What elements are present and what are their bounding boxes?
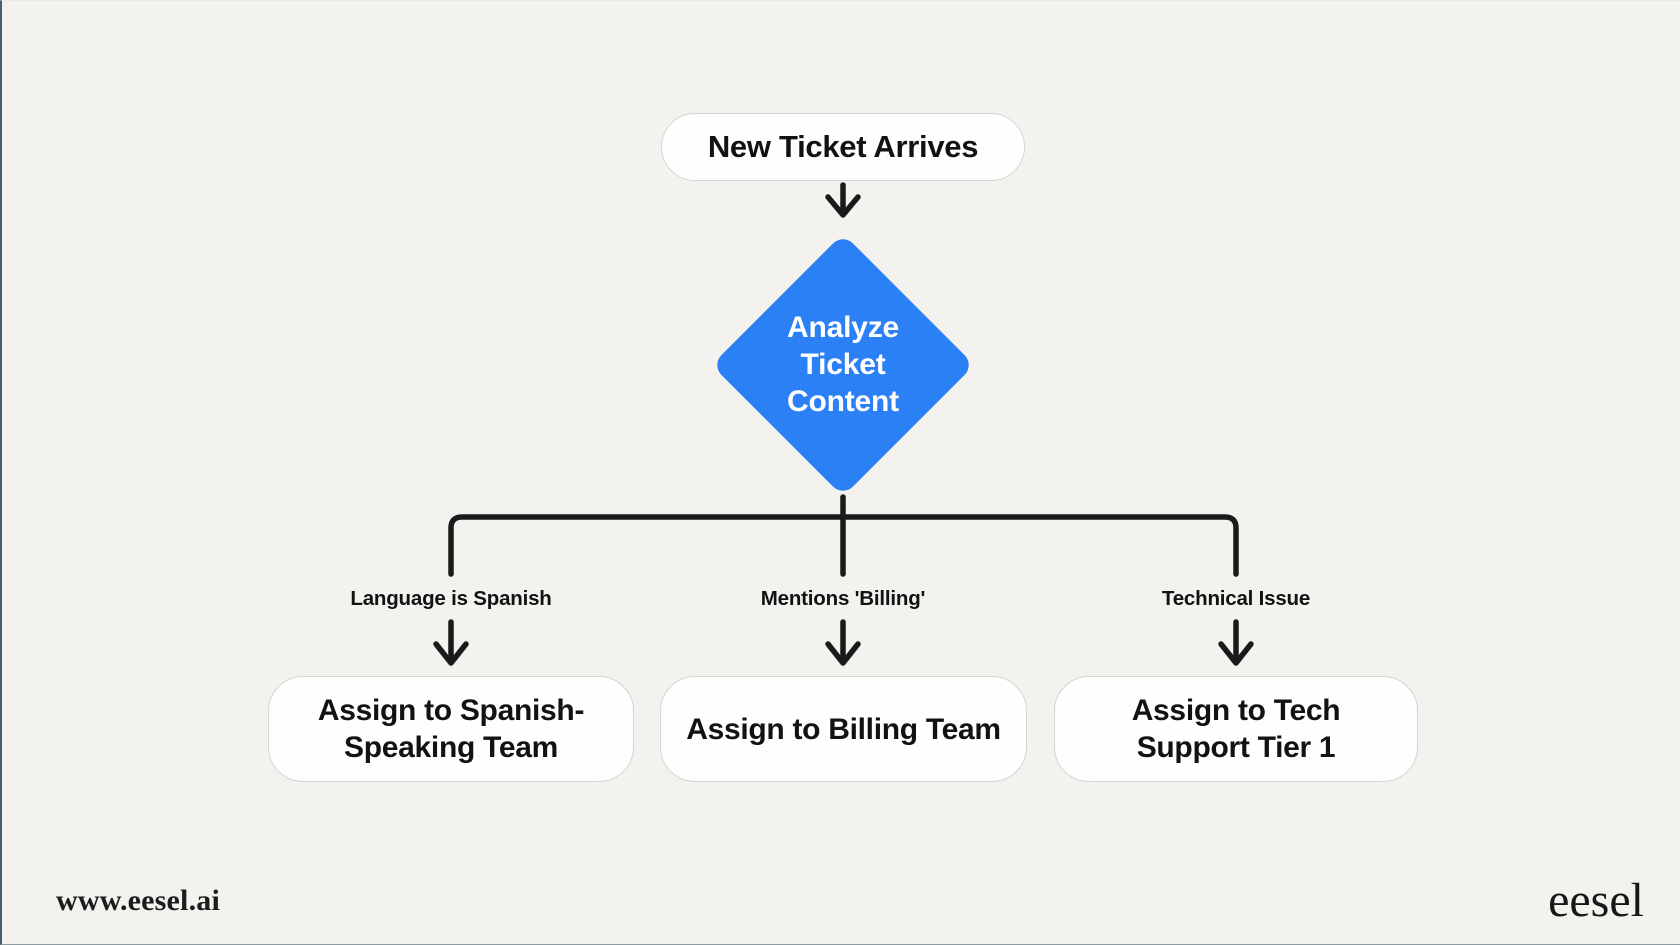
- arrow-branch-technical: [1218, 619, 1254, 666]
- branch-condition-technical: Technical Issue: [1161, 587, 1311, 610]
- action-label-billing-team: Assign to Billing Team: [686, 712, 1001, 746]
- action-node-tech-support: Assign to Tech Support Tier 1: [1054, 676, 1418, 782]
- branch-condition-spanish: Language is Spanish: [350, 587, 552, 610]
- branch-condition-billing: Mentions 'Billing': [760, 587, 926, 610]
- footer-website-url: www.eesel.ai: [56, 884, 221, 917]
- action-node-billing-team: Assign to Billing Team: [660, 676, 1027, 782]
- brand-logo: eesel: [1548, 874, 1644, 927]
- start-node-label: New Ticket Arrives: [707, 129, 979, 164]
- action-label-spanish-team: Assign to Spanish-Speaking Team: [317, 694, 585, 764]
- start-node: New Ticket Arrives: [661, 113, 1025, 181]
- decision-line-1: Analyze: [787, 311, 899, 344]
- decision-node-label: Analyze Ticket Content: [743, 309, 943, 420]
- arrow-branch-billing: [825, 619, 861, 666]
- decision-line-3: Content: [787, 385, 899, 418]
- action-node-spanish-team: Assign to Spanish-Speaking Team: [268, 676, 634, 782]
- decision-line-2: Ticket: [800, 348, 886, 381]
- arrow-branch-spanish: [433, 619, 469, 666]
- action-label-tech-support: Assign to Tech Support Tier 1: [1131, 694, 1341, 764]
- arrow-start-to-decision: [825, 182, 861, 218]
- decision-branch-tree: [448, 494, 1239, 577]
